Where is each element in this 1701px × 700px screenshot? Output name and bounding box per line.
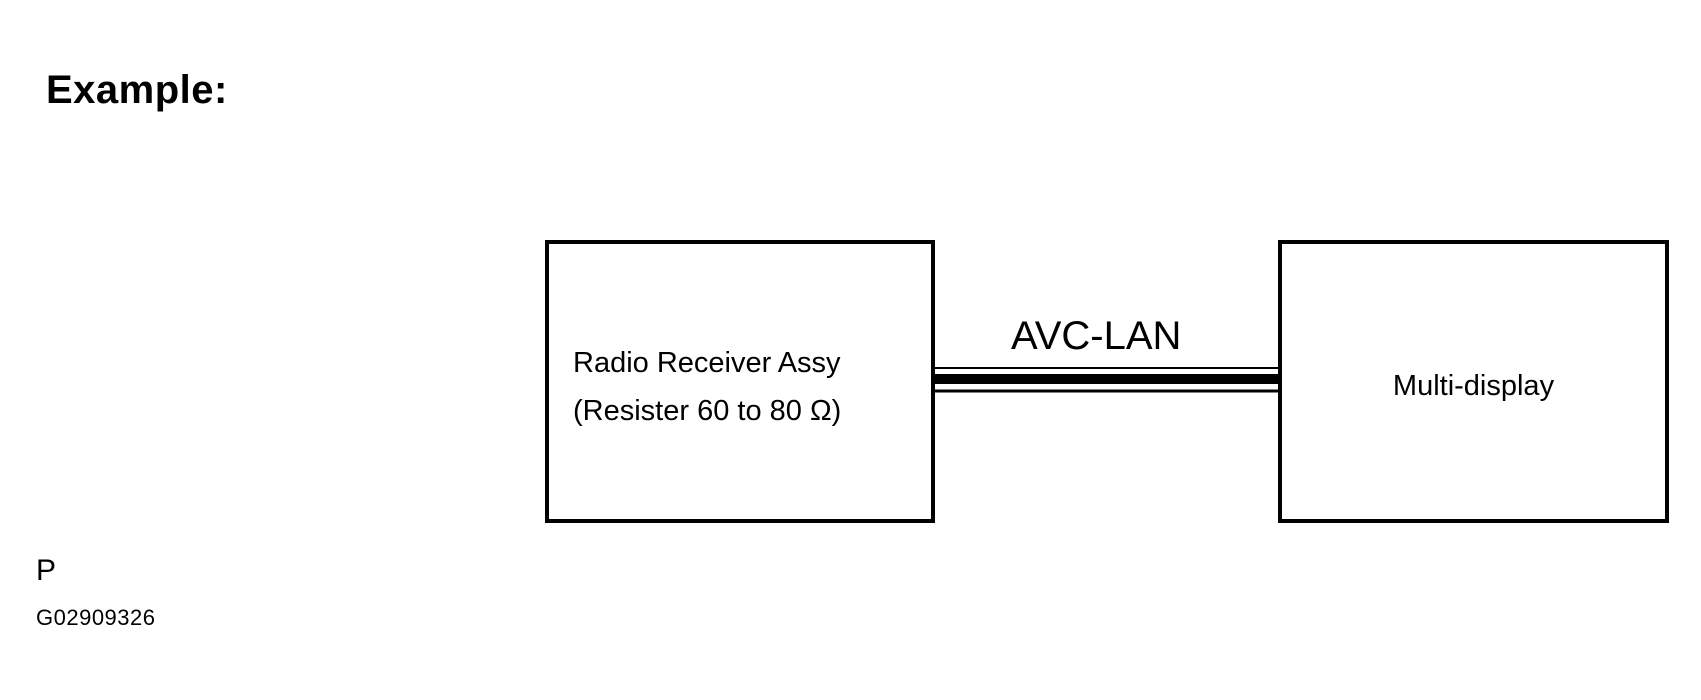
radio-receiver-box: Radio Receiver Assy (Resister 60 to 80 Ω… bbox=[545, 240, 935, 523]
multi-display-label: Multi-display bbox=[1392, 370, 1555, 402]
footer-letter: P bbox=[36, 554, 57, 587]
avc-lan-label: AVC-LAN bbox=[1011, 314, 1182, 358]
avc-lan-bus-line bbox=[931, 367, 1282, 393]
bus-wire-core bbox=[931, 374, 1282, 384]
radio-receiver-name: Radio Receiver Assy bbox=[573, 347, 841, 379]
diagram-heading: Example: bbox=[46, 68, 228, 112]
figure-code: G02909326 bbox=[36, 605, 156, 630]
resistor-value-note: (Resister 60 to 80 Ω) bbox=[573, 395, 842, 427]
multi-display-box: Multi-display bbox=[1278, 240, 1669, 523]
radio-receiver-label: Radio Receiver Assy (Resister 60 to 80 Ω… bbox=[573, 339, 841, 435]
